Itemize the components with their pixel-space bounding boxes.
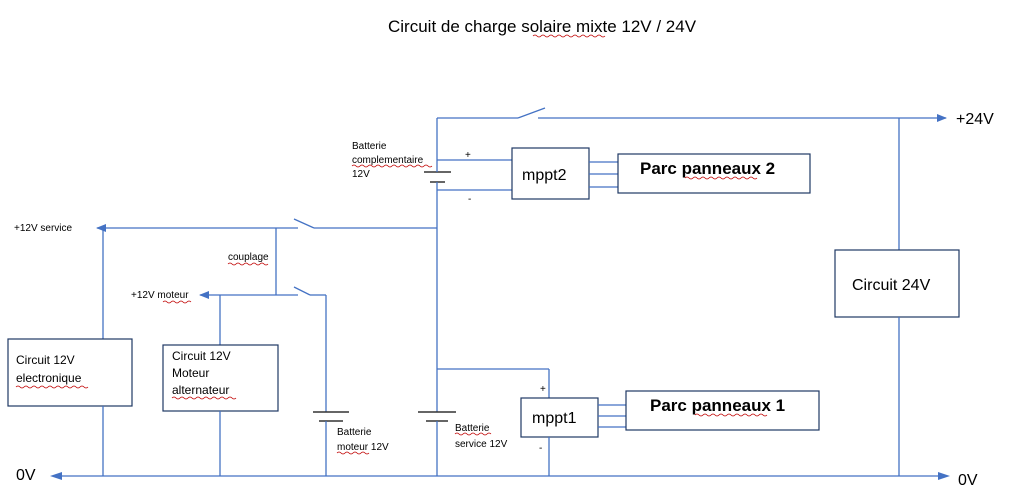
mppt1-box <box>520 397 599 438</box>
plus12-service-rail <box>96 218 437 339</box>
parc-panneaux-2-label: Parc panneaux 2 <box>640 159 775 178</box>
parc-panneaux-2-box <box>617 153 811 194</box>
zero-rail-arrow-left <box>50 472 62 480</box>
battery-complementaire <box>424 171 451 183</box>
mppt2-minus-sign: - <box>468 194 471 205</box>
circuit12-electronique-box <box>7 338 133 407</box>
battery-service <box>418 411 456 422</box>
plus24-rail <box>436 107 947 250</box>
circuit12-electronique-label: Circuit 12V electronique <box>16 353 82 385</box>
diagram-title: Circuit de charge solaire mixte 12V / 24… <box>388 17 697 36</box>
mppt2-plus-sign: + <box>465 150 471 161</box>
couplage-label: couplage <box>228 252 269 263</box>
circuit12-moteur-box <box>162 344 279 412</box>
parc-panneaux-1-label: Parc panneaux 1 <box>650 396 785 415</box>
battery-complementaire-label: Batterie complementaire 12V <box>352 141 426 180</box>
switch-24v <box>517 107 546 119</box>
zero-rail-arrow-right <box>938 472 950 480</box>
mppt1-minus-sign: - <box>539 443 542 454</box>
circuit24-label: Circuit 24V <box>852 277 931 294</box>
circuit24-box <box>834 249 960 318</box>
plus12-service-label: +12V service <box>14 223 73 234</box>
mppt2-label: mppt2 <box>522 167 567 184</box>
switch-service <box>293 218 315 229</box>
mppt2-box <box>511 147 590 200</box>
parc-panneaux-1-box <box>625 390 820 431</box>
battery-moteur <box>313 411 349 422</box>
mppt1-label: mppt1 <box>532 410 577 427</box>
switch-moteur <box>293 286 311 296</box>
zero-volt-label-left: 0V <box>16 467 36 484</box>
battery-service-label: Batterie service 12V <box>455 423 508 450</box>
circuit12-moteur-label: Circuit 12V Moteur alternateur <box>172 349 234 397</box>
plus24-label: +24V <box>956 111 994 128</box>
mppt1-plus-sign: + <box>540 384 546 395</box>
zero-volt-label-right: 0V <box>958 472 978 489</box>
plus12-moteur-label: +12V moteur <box>131 290 189 301</box>
battery-moteur-label: Batterie moteur 12V <box>337 427 389 453</box>
spellcheck-underline <box>532 34 606 38</box>
plus12-moteur-rail <box>199 286 327 412</box>
